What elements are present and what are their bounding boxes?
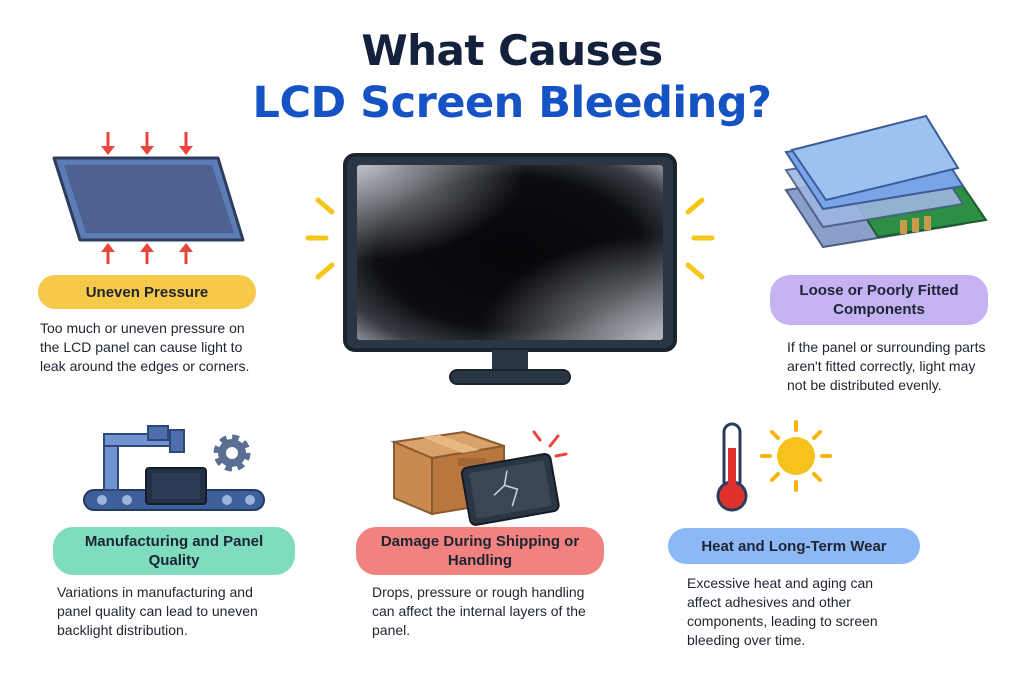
pressed-panel-icon (52, 132, 245, 264)
desc-shipping-damage: Drops, pressure or rough handling can af… (372, 584, 586, 638)
sun-icon (760, 420, 832, 492)
pill-label: Manufacturing and Panel Quality (84, 533, 264, 569)
pill-label: Heat and Long-Term Wear (701, 537, 887, 555)
pill-manufacturing: Manufacturing and Panel Quality (53, 527, 295, 575)
desc-heat-wear: Excessive heat and aging can affect adhe… (687, 575, 878, 648)
desc-manufacturing: Variations in manufacturing and panel qu… (57, 584, 258, 638)
gear-icon (213, 434, 251, 472)
pill-heat-wear: Heat and Long-Term Wear (668, 528, 920, 564)
pill-label: Damage During Shipping or Handling (380, 533, 580, 569)
panel-layers-icon (784, 114, 988, 249)
thermometer-sun-icon (716, 420, 832, 512)
pill-uneven-pressure: Uneven Pressure (38, 275, 256, 309)
box-cracked-screen-icon (390, 430, 568, 526)
pill-label: Uneven Pressure (85, 283, 209, 301)
desc-uneven-pressure: Too much or uneven pressure on the LCD p… (40, 320, 250, 374)
pill-label: Loose or Poorly Fitted Components (799, 282, 959, 318)
title-line-2: LCD Screen Bleeding? (252, 78, 772, 128)
title-line-1: What Causes (361, 26, 663, 75)
pill-loose-components: Loose or Poorly Fitted Components (770, 275, 988, 325)
desc-loose-components: If the panel or surrounding parts aren't… (787, 339, 986, 393)
pill-shipping-damage: Damage During Shipping or Handling (356, 527, 604, 575)
assembly-line-icon (83, 425, 265, 511)
monitor-icon (305, 153, 715, 385)
thermometer-icon (716, 422, 748, 512)
